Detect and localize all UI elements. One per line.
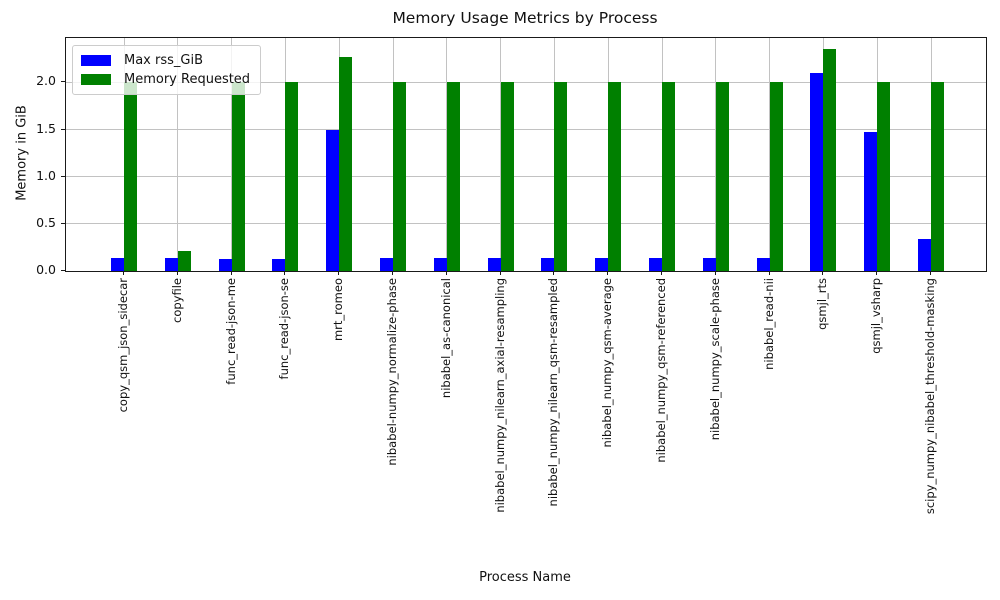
bar-max-rss-gib — [218, 258, 232, 271]
x-tick-mark — [714, 271, 716, 275]
x-tick-label-nibabel-numpy-normalize-phase: nibabel-numpy_normalize-phase — [385, 278, 399, 466]
bar-max-rss-gib — [487, 257, 501, 271]
y-tick-label: 2.0 — [36, 73, 56, 89]
bar-max-rss-gib — [541, 257, 555, 271]
bar-max-rss-gib — [326, 130, 340, 271]
x-tick-mark — [230, 271, 232, 275]
bar-max-rss-gib — [380, 257, 393, 271]
legend-swatch-max-rss-gib — [81, 55, 111, 66]
bar-memory-requested — [124, 82, 137, 271]
x-tick-label-qsmjl-vsharp: qsmjl_vsharp — [869, 278, 884, 354]
legend-entry-memory-requested: Memory Requested — [81, 70, 250, 89]
x-tick-label-nibabel-as-canonical: nibabel_as-canonical — [438, 278, 453, 399]
x-tick-mark — [822, 271, 824, 275]
bar-memory-requested — [823, 49, 837, 271]
y-tick-label: 1.0 — [36, 167, 56, 183]
x-tick-label-func-read-json-me: func_read-json-me — [223, 278, 238, 385]
legend-entry-max-rss-gib: Max rss_GiB — [81, 51, 250, 70]
bar-memory-requested — [393, 82, 406, 271]
bar-max-rss-gib — [864, 132, 878, 271]
y-gridline — [66, 129, 986, 130]
bar-max-rss-gib — [595, 257, 609, 271]
x-tick-mark — [607, 271, 609, 275]
y-tick-mark — [61, 175, 65, 177]
bar-memory-requested — [500, 82, 514, 271]
x-tick-mark — [553, 271, 555, 275]
y-gridline — [66, 176, 986, 178]
x-tick-label-qsmjl-rts: qsmjl_rts — [815, 278, 830, 330]
y-axis-label: Memory in GiB — [14, 105, 30, 201]
y-gridline — [66, 223, 986, 225]
x-tick-label-copy-qsm-json-sidecar: copy_qsm_json_sidecar — [116, 278, 130, 413]
bar-max-rss-gib — [756, 257, 770, 271]
legend-swatch-memory-requested — [81, 74, 111, 85]
x-tick-label-nibabel-numpy-qsm-referenced: nibabel_numpy_qsm-referenced — [654, 278, 668, 463]
bar-memory-requested — [339, 56, 353, 271]
x-tick-mark — [876, 271, 878, 275]
bar-max-rss-gib — [810, 72, 824, 271]
y-tick-label: 0.5 — [36, 214, 56, 230]
x-tick-label-nibabel-numpy-nilearn-axial-resampling: nibabel_numpy_nilearn_axial-resampling — [492, 278, 507, 513]
y-tick-label: 0.0 — [36, 262, 56, 277]
legend-label-memory-requested: Memory Requested — [124, 72, 251, 87]
x-tick-label-nibabel-read-nii: nibabel_read-nii — [761, 278, 776, 370]
x-tick-mark — [284, 271, 286, 275]
plot-area — [65, 37, 987, 272]
bar-max-rss-gib — [111, 257, 124, 271]
bar-memory-requested — [231, 82, 245, 271]
bar-max-rss-gib — [164, 257, 178, 271]
chart-title: Memory Usage Metrics by Process — [392, 9, 658, 27]
x-tick-mark — [930, 271, 931, 275]
x-gridline — [177, 38, 179, 271]
x-axis-label: Process Name — [479, 570, 571, 585]
y-tick-mark — [61, 81, 65, 83]
bar-memory-requested — [877, 82, 891, 271]
y-tick-mark — [61, 222, 65, 224]
bar-memory-requested — [554, 82, 568, 271]
x-tick-label-scipy-numpy-nibabel-threshold-masking: scipy_numpy_nibabel_threshold-masking — [923, 278, 937, 515]
x-tick-mark — [123, 271, 124, 275]
x-tick-label-copyfile: copyfile — [169, 278, 184, 323]
x-tick-mark — [661, 271, 662, 275]
bar-memory-requested — [446, 82, 460, 271]
bar-max-rss-gib — [433, 257, 447, 271]
x-tick-mark — [176, 271, 178, 275]
y-gridline — [66, 81, 986, 83]
x-tick-label-nibabel-numpy-scale-phase: nibabel_numpy_scale-phase — [707, 278, 722, 441]
x-tick-label-nibabel-numpy-qsm-average: nibabel_numpy_qsm-average — [600, 278, 615, 448]
legend-label-max-rss-gib: Max rss_GiB — [124, 53, 204, 68]
bar-max-rss-gib — [702, 257, 716, 271]
bar-memory-requested — [608, 82, 622, 271]
bar-memory-requested — [931, 82, 944, 271]
x-tick-mark — [445, 271, 447, 275]
bar-max-rss-gib — [272, 258, 286, 271]
bar-memory-requested — [769, 82, 783, 271]
bar-memory-requested — [177, 251, 191, 271]
bar-memory-requested — [285, 82, 299, 271]
x-tick-label-nibabel-numpy-nilearn-qsm-resampled: nibabel_numpy_nilearn_qsm-resampled — [546, 278, 561, 507]
x-tick-mark — [338, 271, 340, 275]
bar-max-rss-gib — [649, 257, 662, 271]
x-tick-mark — [768, 271, 770, 275]
bar-memory-requested — [715, 82, 729, 271]
y-tick-mark — [61, 128, 65, 130]
legend: Max rss_GiB Memory Requested — [72, 45, 262, 95]
x-tick-label-mrt-romeo: mrt_romeo — [331, 278, 346, 342]
x-tick-mark — [499, 271, 501, 275]
bar-memory-requested — [662, 82, 675, 271]
y-tick-mark — [61, 270, 65, 271]
bar-max-rss-gib — [918, 238, 931, 271]
x-tick-mark — [392, 271, 393, 275]
x-tick-label-func-read-json-se: func_read-json-se — [277, 278, 292, 380]
y-tick-label: 1.5 — [36, 120, 56, 136]
